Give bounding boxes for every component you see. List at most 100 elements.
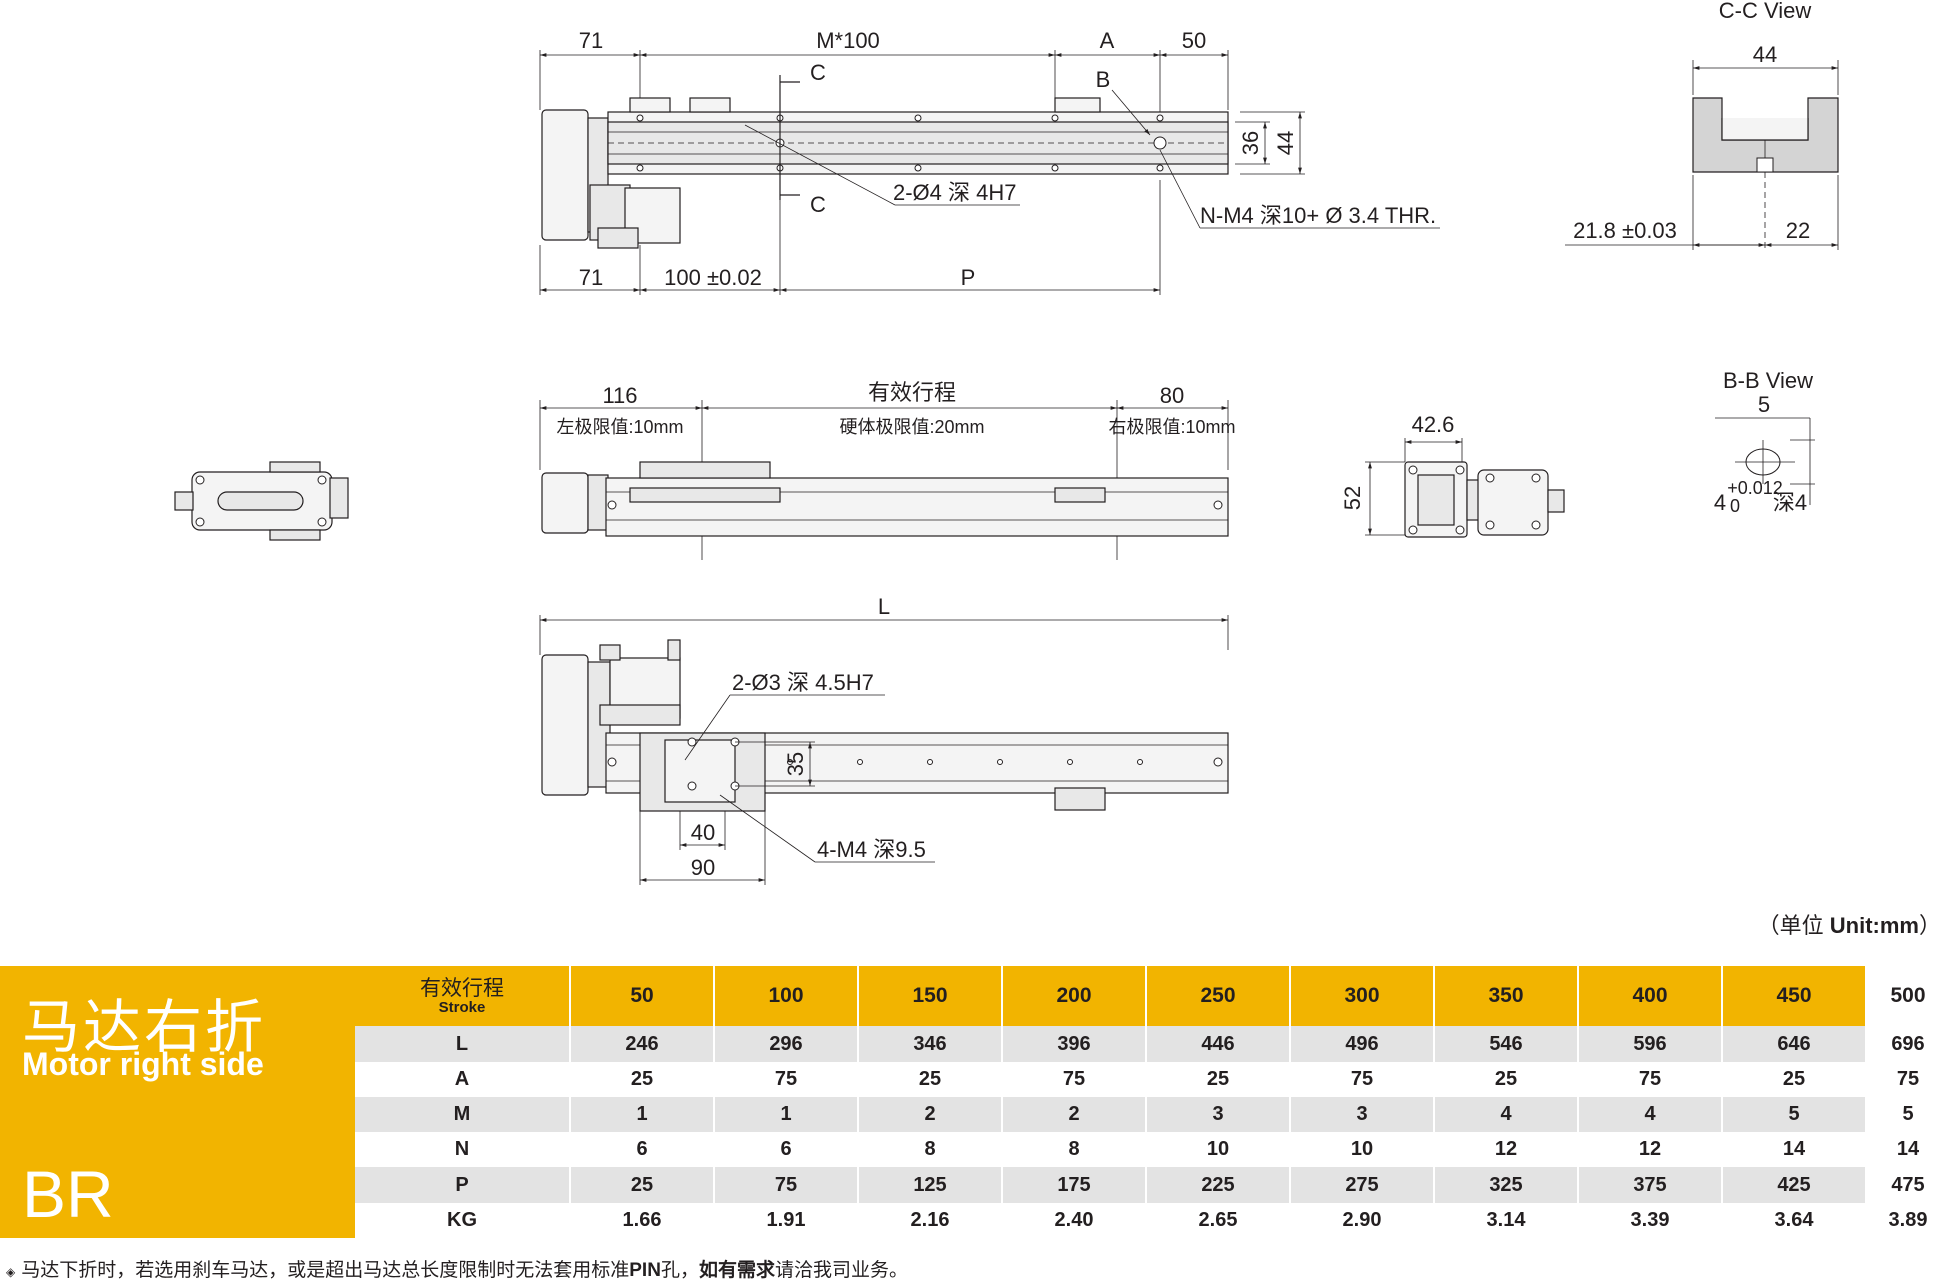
table-cell: 75 (1578, 1061, 1723, 1097)
table-cell: 6 (714, 1132, 859, 1168)
brand-title-cn: 马达右折 (22, 993, 267, 1061)
table-cell: 396 (1002, 1026, 1147, 1062)
footnote-emph: 如有需求 (698, 1259, 775, 1281)
table-cell: 275 (1290, 1167, 1435, 1203)
bottom-dim-35: 35 (783, 752, 808, 776)
bb-tol: +0.012 (1727, 478, 1783, 498)
table-cell: 596 (1578, 1026, 1723, 1062)
table-cell: 14 (1722, 1132, 1867, 1168)
table-cell: 646 (1722, 1026, 1867, 1062)
unit-prefix: （单位 (1757, 913, 1830, 938)
row-label: A (355, 1061, 571, 1097)
stroke-value: 350 (1434, 966, 1579, 1027)
dim-71-top: 71 (579, 28, 603, 53)
bottom-dim-l: L (878, 594, 890, 619)
row-label: L (355, 1026, 571, 1062)
stroke-value: 400 (1578, 966, 1723, 1027)
table-cell: 5 (1722, 1096, 1867, 1133)
table-cell: 12 (1578, 1132, 1723, 1168)
table-cell: 2.40 (1002, 1202, 1147, 1238)
stroke-label-en: Stroke (438, 999, 486, 1017)
table-cell: 3 (1290, 1096, 1435, 1133)
spec-table: 有效行程 Stroke 50 100 150 200 250 300 350 4… (0, 966, 1949, 1238)
table-cell: 2.16 (858, 1202, 1003, 1238)
footnote-pin: PIN (629, 1260, 661, 1281)
table-cell: 346 (858, 1026, 1003, 1062)
stroke-value: 450 (1722, 966, 1867, 1027)
footnote-mark: ◈ (6, 1265, 16, 1279)
table-cell: 446 (1146, 1026, 1291, 1062)
table-header-row: 有效行程 Stroke 50 100 150 200 250 300 350 4… (0, 966, 1949, 1238)
dim-a: A (1100, 28, 1115, 53)
bottom-view: L 35 (539, 594, 1229, 885)
stroke-value: 200 (1002, 966, 1147, 1027)
top-view: 71 M*100 A 50 (539, 28, 1440, 295)
thread-callout-m4: N-M4 深10+ Ø 3.4 THR. (1200, 203, 1436, 228)
table-cell: 2.90 (1290, 1202, 1435, 1238)
table-cell: 25 (570, 1061, 715, 1097)
bottom-thread-callout: 4-M4 深9.5 (817, 837, 926, 862)
bb-tol0: 0 (1730, 496, 1740, 516)
bb-dim-5: 5 (1758, 392, 1770, 417)
dim-36: 36 (1238, 131, 1263, 155)
table-cell: 2.65 (1146, 1202, 1291, 1238)
table-cell: 4 (1434, 1096, 1579, 1133)
table-cell: 12 (1434, 1132, 1579, 1168)
footnote: ◈马达下折时，若选用刹车马达，或是超出马达总长度限制时无法套用标准PIN孔，如有… (6, 1255, 908, 1282)
unit-suffix: ） (1918, 913, 1941, 938)
brand-title-en: Motor right side (22, 1046, 264, 1082)
table-cell: 3.89 (1866, 1202, 1949, 1238)
table-cell: 6 (570, 1132, 715, 1168)
end-dim-52: 52 (1340, 486, 1365, 510)
cc-view-title: C-C View (1719, 0, 1812, 23)
unit-label: Unit:mm (1829, 913, 1919, 938)
cc-dim-21-8: 21.8 ±0.03 (1573, 218, 1677, 243)
table-cell: 5 (1866, 1096, 1949, 1133)
row-label: KG (355, 1202, 571, 1238)
side-motor (541, 472, 589, 534)
table-cell: 3.39 (1578, 1202, 1723, 1238)
cc-profile (1692, 97, 1839, 173)
table-cell: 75 (714, 1061, 859, 1097)
table-cell: 2 (858, 1096, 1003, 1133)
bb-hole: 4 (1714, 490, 1726, 515)
bb-view: B-B View 5 4 +0.012 0 深4 (1714, 368, 1815, 516)
section-c-top: C (810, 60, 826, 85)
side-view: 116 有效行程 80 左极限值:10mm 硬体极限值:20mm 右极限值:10… (539, 380, 1236, 560)
table-cell: 75 (714, 1167, 859, 1203)
hole-callout-4h7: 2-Ø4 深 4H7 (893, 180, 1017, 205)
table-cell: 3.14 (1434, 1202, 1579, 1238)
stroke-value: 100 (714, 966, 859, 1027)
table-cell: 75 (1290, 1061, 1435, 1097)
technical-drawing: 71 M*100 A 50 (174, 0, 1839, 885)
dim-p: P (961, 265, 976, 290)
left-end-view (174, 461, 349, 541)
section-b: B (1096, 67, 1111, 92)
table-cell: 25 (1146, 1061, 1291, 1097)
dim-44-top: 44 (1273, 131, 1298, 155)
stroke-value: 300 (1290, 966, 1435, 1027)
stroke-value: 150 (858, 966, 1003, 1027)
table-cell: 425 (1722, 1167, 1867, 1203)
table-cell: 1 (714, 1096, 859, 1133)
table-cell: 375 (1578, 1167, 1723, 1203)
table-cell: 1 (570, 1096, 715, 1133)
section-c-bottom: C (810, 192, 826, 217)
brand-code: BR (22, 1157, 114, 1231)
table-cell: 1.66 (570, 1202, 715, 1238)
table-cell: 25 (570, 1167, 715, 1203)
table-cell: 25 (858, 1061, 1003, 1097)
table-cell: 3.64 (1722, 1202, 1867, 1238)
row-label: N (355, 1132, 571, 1168)
right-end-view: 42.6 52 (1340, 412, 1565, 538)
cc-view: C-C View 44 21.8 ±0.03 22 (1565, 0, 1839, 250)
bottom-dim-40: 40 (691, 820, 715, 845)
table-cell: 75 (1002, 1061, 1147, 1097)
bottom-dim-90: 90 (691, 855, 715, 880)
table-cell: 2 (1002, 1096, 1147, 1133)
table-cell: 496 (1290, 1026, 1435, 1062)
